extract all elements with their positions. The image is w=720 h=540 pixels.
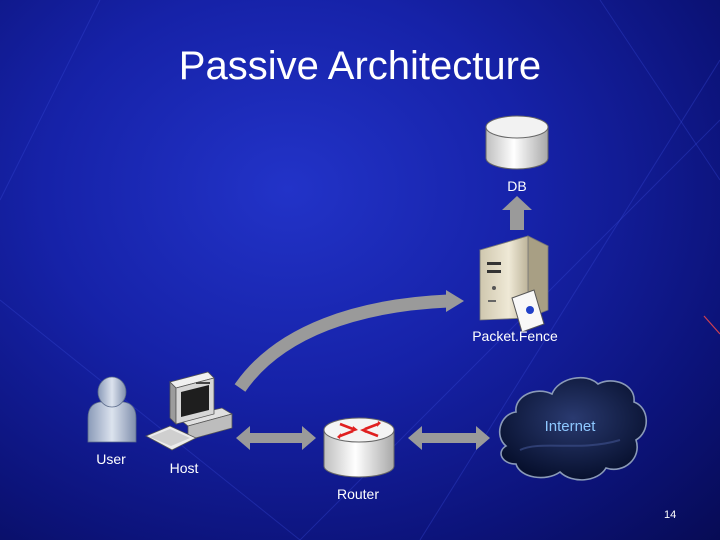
db-label: DB xyxy=(507,178,527,194)
server-icon xyxy=(478,235,550,333)
server-to-db-arrow xyxy=(502,196,532,230)
router-icon xyxy=(323,417,395,478)
user-icon xyxy=(87,376,137,443)
slide-title: Passive Architecture xyxy=(178,44,542,88)
router-internet-link xyxy=(408,426,490,450)
packetfence-label: Packet.Fence xyxy=(472,328,558,344)
computer-icon xyxy=(145,371,234,451)
cloud-icon xyxy=(498,376,648,481)
router-label: Router xyxy=(336,486,380,502)
page-number: 14 xyxy=(664,509,677,521)
host-router-link xyxy=(236,426,316,450)
user-label: User xyxy=(96,451,126,467)
host-to-packetfence-connector xyxy=(234,290,464,392)
internet-label: Internet xyxy=(544,418,596,435)
database-icon xyxy=(485,115,549,170)
host-label: Host xyxy=(169,460,199,476)
